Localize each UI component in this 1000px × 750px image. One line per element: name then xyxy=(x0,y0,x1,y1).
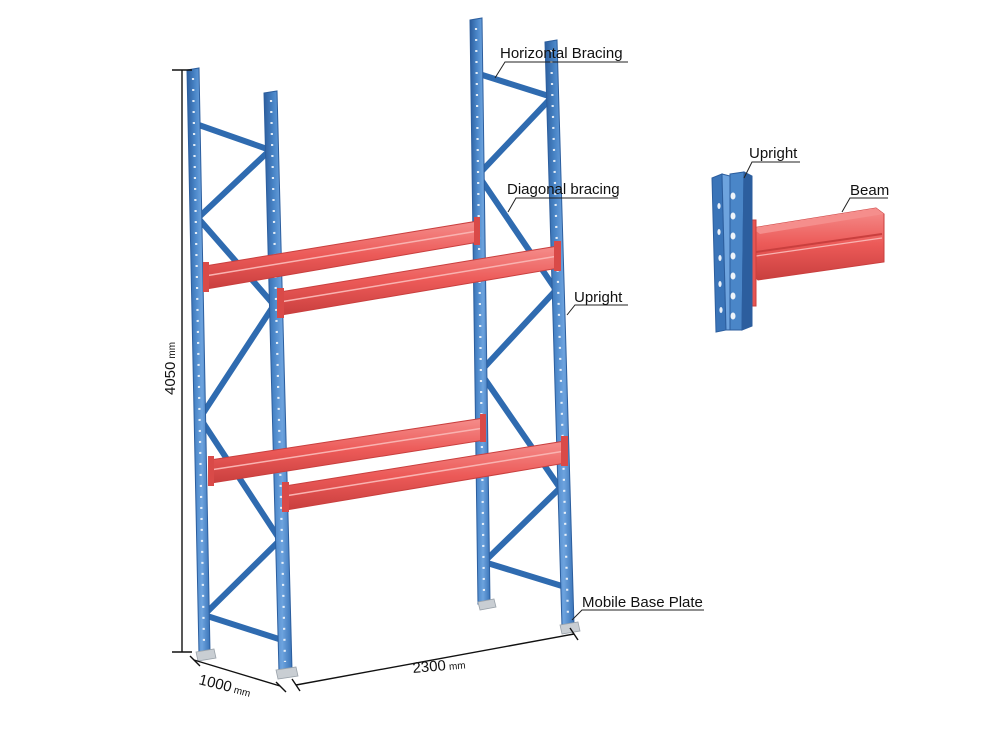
beam xyxy=(739,207,885,307)
callout-mobile-base-plate: Mobile Base Plate xyxy=(571,594,704,621)
detail-view xyxy=(711,171,885,333)
diagonal-brace xyxy=(481,485,563,565)
base-plate xyxy=(195,648,217,662)
beam xyxy=(203,217,480,292)
right-frame xyxy=(469,17,581,635)
horizontal-brace xyxy=(473,70,555,100)
dimension-line-depth: 1000mm xyxy=(189,655,287,700)
upright-post xyxy=(544,39,575,628)
label-upright-main: Upright xyxy=(574,289,623,306)
label-detail-upright: Upright xyxy=(749,145,798,162)
callout-upright-main: Upright xyxy=(566,289,628,316)
height-dimension-label: 4050mm xyxy=(162,342,179,395)
label-detail-beam: Beam xyxy=(850,182,889,199)
upright-post xyxy=(711,171,753,333)
horizontal-brace xyxy=(193,121,273,153)
label-diagonal-bracing: Diagonal bracing xyxy=(507,181,620,198)
horizontal-brace xyxy=(201,612,285,643)
left-frame xyxy=(186,67,299,680)
dimension-line-height: 4050mm xyxy=(162,69,192,653)
diagonal-brace xyxy=(195,147,273,221)
diagonal-brace xyxy=(201,537,283,618)
upright-post xyxy=(186,67,211,655)
right-frame-bracing xyxy=(473,70,565,589)
beam xyxy=(277,241,561,318)
callout-detail-upright: Upright xyxy=(743,145,800,179)
diagonal-brace xyxy=(477,287,559,375)
diagonal-brace xyxy=(197,302,277,421)
callout-diagonal-bracing: Diagonal bracing xyxy=(507,181,620,213)
callout-horizontal-bracing: Horizontal Bracing xyxy=(494,45,628,79)
diagonal-brace xyxy=(197,415,283,543)
base-plate xyxy=(477,598,497,611)
diagonal-brace xyxy=(475,94,555,178)
beam xyxy=(208,414,486,486)
beams xyxy=(203,217,568,512)
base-plate xyxy=(275,666,299,680)
upright-post xyxy=(469,17,491,605)
label-horizontal-bracing: Horizontal Bracing xyxy=(500,45,623,62)
diagonal-brace xyxy=(477,369,563,491)
label-mobile-base-plate: Mobile Base Plate xyxy=(582,594,703,611)
beam xyxy=(282,436,568,512)
callout-detail-beam: Beam xyxy=(841,182,889,213)
horizontal-brace xyxy=(481,559,565,589)
upright-post xyxy=(263,90,293,673)
